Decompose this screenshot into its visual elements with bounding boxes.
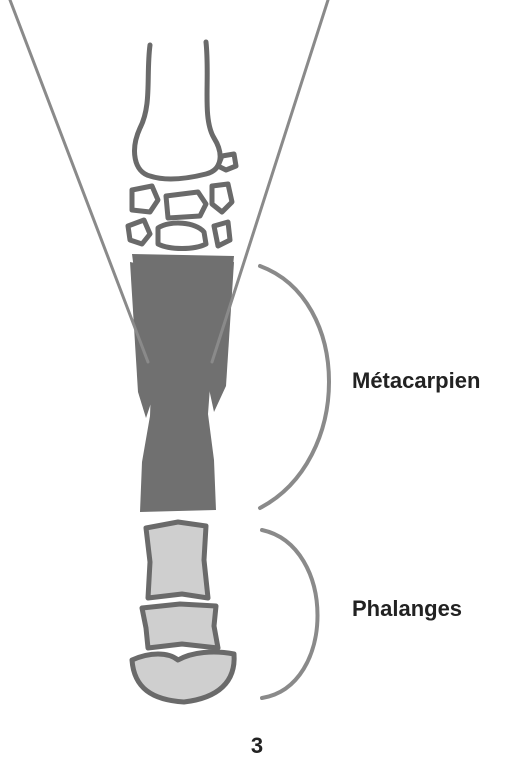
- carpal-bone: [128, 220, 150, 244]
- carpal-bones-upper-row: [132, 184, 232, 218]
- carpal-bones-lower-row: [128, 220, 230, 249]
- phalanges-bracket: [262, 530, 318, 698]
- figure-number: 3: [0, 735, 514, 757]
- metacarpal-bracket: [260, 266, 329, 508]
- guide-line-left: [10, 0, 148, 362]
- carpal-bone: [158, 223, 206, 248]
- carpal-bone: [166, 192, 206, 218]
- metacarpal-group: [130, 254, 234, 512]
- forearm-bone: [135, 42, 221, 179]
- phalanges-group: [132, 522, 234, 702]
- proximal-phalanx: [146, 522, 208, 598]
- carpal-bone: [212, 184, 232, 212]
- accessory-carpal-bone: [218, 154, 236, 170]
- distal-phalanx: [132, 652, 234, 702]
- metacarpal-label: Métacarpien: [352, 370, 480, 392]
- phalanges-label: Phalanges: [352, 598, 462, 620]
- middle-phalanx: [142, 604, 218, 648]
- carpal-bone: [214, 222, 230, 246]
- carpal-bone: [132, 186, 158, 212]
